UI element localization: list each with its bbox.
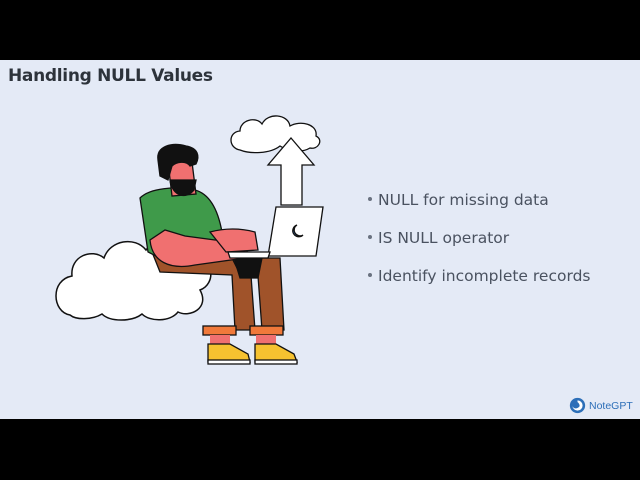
bullet-item: IS NULL operator xyxy=(368,226,590,264)
bullet-dot-icon xyxy=(368,196,372,201)
upload-arrow-icon xyxy=(266,136,316,206)
bullet-dot-icon xyxy=(368,272,372,277)
laptop-icon xyxy=(227,206,324,259)
bullet-item: NULL for missing data xyxy=(368,188,590,226)
upload-cloud-icon xyxy=(230,115,321,154)
brand-label: NoteGPT xyxy=(589,399,633,412)
man-on-cloud-illustration xyxy=(55,115,324,365)
bullet-dot-icon xyxy=(368,234,372,239)
slide-title: Handling NULL Values xyxy=(8,66,213,86)
notegpt-watermark: NoteGPT xyxy=(569,397,633,414)
bullet-item: Identify incomplete records xyxy=(368,264,590,302)
notegpt-swirl-logo-icon xyxy=(569,397,586,414)
bullet-list: NULL for missing data IS NULL operator I… xyxy=(368,188,590,302)
slide: Handling NULL Values xyxy=(0,60,640,419)
